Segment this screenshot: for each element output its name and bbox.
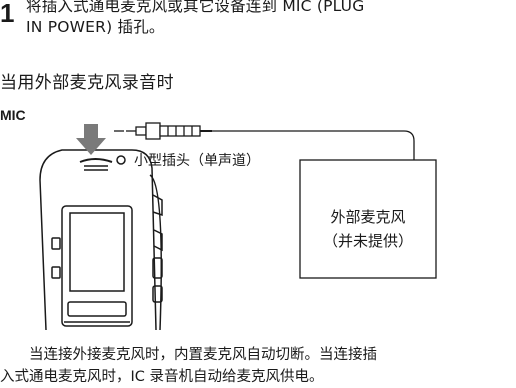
mic-jack-label: MIC bbox=[0, 107, 26, 123]
external-microphone-label: 外部麦克风 （并未提供） bbox=[300, 205, 436, 253]
usage-note: 当连接外接麦克风时，内置麦克风自动切断。当连接插 入式通电麦克风时，IC 录音机… bbox=[0, 344, 516, 388]
mini-plug-illustration bbox=[114, 122, 212, 140]
external-microphone-name: 外部麦克风 bbox=[330, 208, 406, 226]
step-instruction: 1 将插入式通电麦克风或其它设备连到 MIC (PLUG IN POWER) 插… bbox=[0, 0, 516, 52]
step-text-line-2: IN POWER) 插孔。 bbox=[26, 18, 165, 36]
usage-note-line-2: 入式通电麦克风时，IC 录音机自动给麦克风供电。 bbox=[0, 369, 324, 385]
external-microphone-box bbox=[299, 159, 437, 279]
section-heading: 当用外部麦克风录音时 bbox=[0, 73, 174, 93]
usage-note-line-1: 当连接外接麦克风时，内置麦克风自动切断。当连接插 bbox=[0, 347, 377, 363]
insert-arrow-icon bbox=[76, 124, 106, 155]
step-text: 将插入式通电麦克风或其它设备连到 MIC (PLUG IN POWER) 插孔。 bbox=[26, 0, 514, 38]
step-text-line-1: 将插入式通电麦克风或其它设备连到 MIC (PLUG bbox=[26, 0, 365, 15]
step-number: 1 bbox=[0, 0, 15, 28]
plug-label: 小型插头（单声道） bbox=[134, 153, 260, 169]
cable-line bbox=[212, 130, 415, 160]
ic-recorder-illustration bbox=[39, 149, 163, 331]
external-microphone-note: （并未提供） bbox=[322, 232, 413, 250]
